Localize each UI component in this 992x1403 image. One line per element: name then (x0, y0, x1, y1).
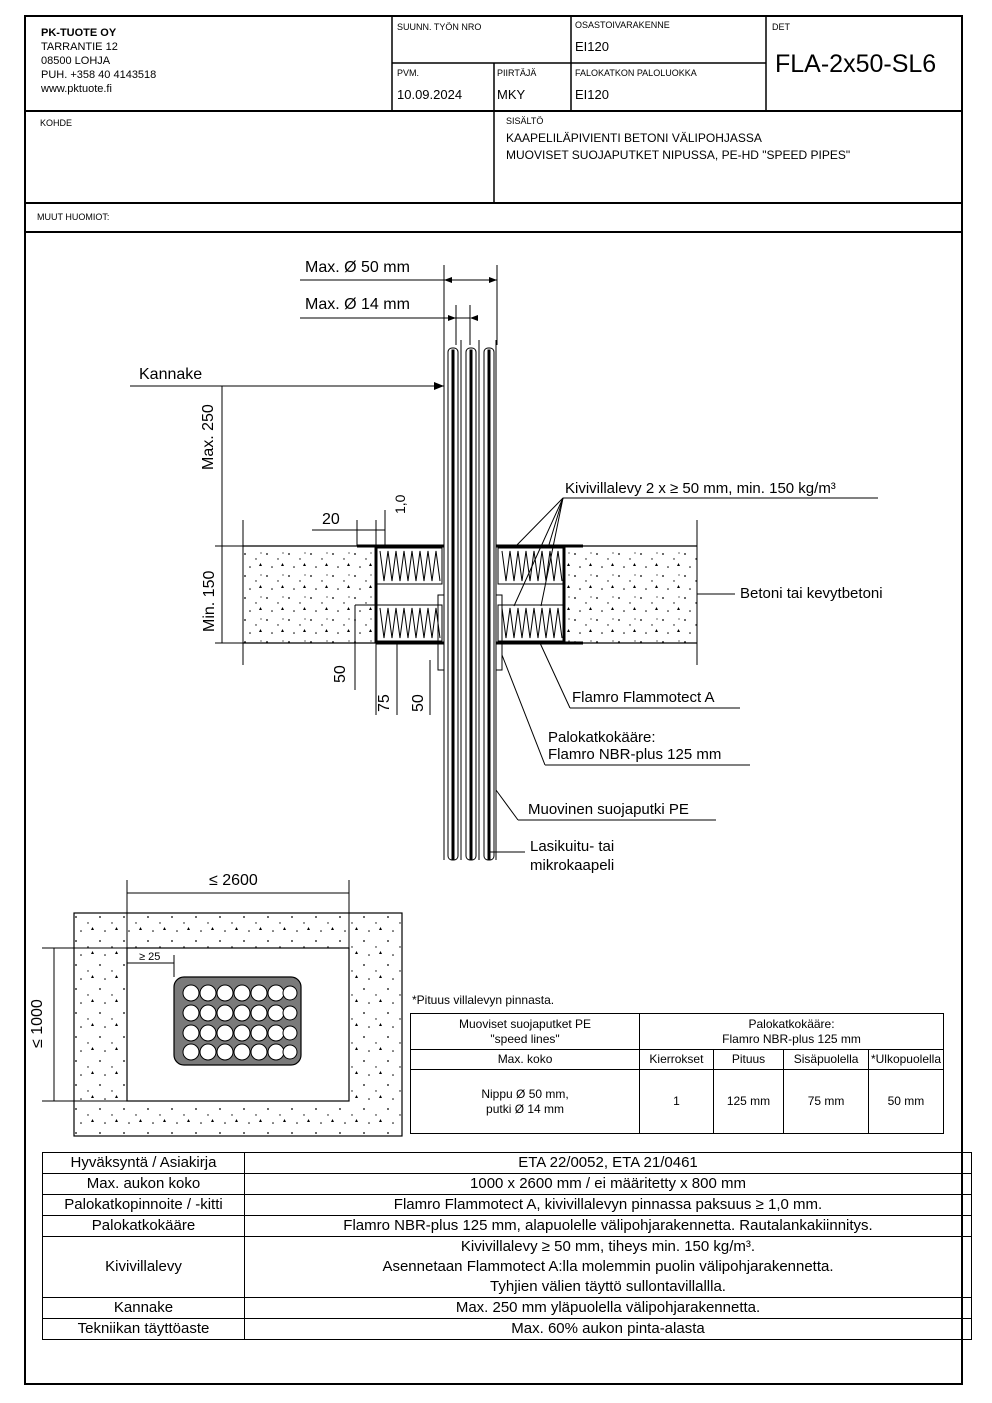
spec-value: Flamro Flammotect A, kivivillalevyn pinn… (244, 1194, 972, 1216)
work-no-label: SUUNN. TYÖN NRO (397, 22, 482, 32)
spec-key: Kannake (42, 1297, 245, 1319)
spec-value: Max. 250 mm yläpuolella välipohjarakenne… (244, 1297, 972, 1319)
h2a: Palokatkokääre: (748, 1016, 835, 1031)
date-value: 10.09.2024 (397, 87, 463, 102)
drawn-label: PIIRTÄJÄ (497, 68, 537, 78)
col-max-koko: Max. koko (409, 1049, 641, 1070)
spec-value-line: Tyhjien välien täyttö sullontavillallla. (490, 1278, 726, 1295)
content-line-1: KAAPELILÄPIVIENTI BETONI VÄLIPOHJASSA (506, 131, 762, 145)
fire-class-label: FALOKATKON PALOLUOKKA (575, 68, 697, 78)
label-flammotect: Flamro Flammotect A (572, 689, 715, 706)
company-web: www.pktuote.fi (41, 83, 112, 95)
label-max-d50: Max. Ø 50 mm (305, 259, 410, 276)
label-suojaputki: Muovinen suojaputki PE (528, 801, 689, 818)
spec-value-line: Kivivillalevy ≥ 50 mm, tiheys min. 150 k… (460, 1238, 756, 1255)
label-palokatko-2: Flamro NBR-plus 125 mm (548, 746, 722, 763)
section-value: EI120 (575, 39, 609, 54)
spec-value: 1000 x 2600 mm / ei määritetty x 800 mm (244, 1173, 972, 1195)
company-postal: 08500 LOHJA (41, 55, 111, 67)
label-kivivilla: Kivivillalevy 2 x ≥ 50 mm, min. 150 kg/m… (565, 480, 836, 497)
label-lasikuitu-1: Lasikuitu- tai (530, 838, 615, 855)
company-address: TARRANTIE 12 (41, 41, 118, 53)
h2b: Flamro NBR-plus 125 mm (722, 1031, 861, 1046)
table-note: *Pituus villalevyn pinnasta. (412, 993, 555, 1007)
row-size-1: Nippu Ø 50 mm, (481, 1086, 569, 1101)
h1b: "speed lines" (490, 1031, 560, 1046)
company-block: PK-TUOTE OY TARRANTIE 12 08500 LOHJA PUH… (41, 26, 156, 96)
spec-key: Max. aukon koko (42, 1173, 245, 1195)
h1a: Muoviset suojaputket PE (458, 1016, 592, 1031)
row-sisapuolella: 75 mm (783, 1069, 869, 1134)
section-label: OSASTOIVARAKENNE (575, 20, 670, 30)
row-kierrokset: 1 (639, 1069, 714, 1134)
company-name: PK-TUOTE OY (41, 27, 117, 39)
label-dim-2600: ≤ 2600 (209, 872, 258, 889)
row-size-2: putki Ø 14 mm (486, 1101, 565, 1116)
label-dim-25: ≥ 25 (139, 951, 161, 963)
label-max-d14: Max. Ø 14 mm (305, 296, 410, 313)
label-betoni: Betoni tai kevytbetoni (740, 585, 883, 602)
det-label: DET (772, 22, 790, 32)
label-kannake: Kannake (139, 366, 203, 383)
target-label: KOHDE (40, 118, 73, 128)
spec-key: Palokatkokääre (42, 1215, 245, 1237)
spec-value: ETA 22/0052, ETA 21/0461 (244, 1152, 972, 1174)
row-ulkopuolella: 50 mm (867, 1069, 945, 1134)
company-phone: PUH. +358 40 4143518 (41, 69, 157, 81)
spec-value: Flamro NBR-plus 125 mm, alapuolelle väli… (244, 1215, 972, 1237)
col-kierrokset: Kierrokset (639, 1049, 714, 1070)
label-palokatko-1: Palokatkokääre: (548, 729, 656, 746)
col-sisapuolella: Sisäpuolella (783, 1049, 869, 1070)
date-label: PVM. (397, 68, 420, 78)
fire-class-value: EI120 (575, 87, 609, 102)
label-dim-20: 20 (322, 511, 340, 528)
wrap-table: Muoviset suojaputket PE"speed lines" Pal… (409, 1013, 945, 1134)
det-value: FLA-2x50-SL6 (775, 50, 937, 78)
spec-key: Tekniikan täyttöaste (42, 1318, 245, 1340)
col-ulkopuolella: *Ulkopuolella (867, 1049, 945, 1070)
label-lasikuitu-2: mikrokaapeli (530, 857, 615, 874)
spec-key: Hyväksyntä / Asiakirja (42, 1152, 245, 1174)
row-pituus: 125 mm (712, 1069, 785, 1134)
spec-value-line: Asennetaan Flammotect A:lla molemmin puo… (382, 1258, 834, 1275)
drawn-value: MKY (497, 87, 526, 102)
label-dim-1000: ≤ 1000 (29, 999, 46, 1048)
spec-value: Max. 60% aukon pinta-alasta (244, 1318, 972, 1340)
spec-key: Kivivillalevy (42, 1236, 245, 1298)
content-line-2: MUOVISET SUOJAPUTKET NIPUSSA, PE-HD "SPE… (506, 148, 851, 162)
col-pituus: Pituus (712, 1049, 785, 1070)
notes-label: MUUT HUOMIOT: (37, 212, 110, 222)
content-label: SISÄLTÖ (506, 116, 544, 126)
spec-key: Palokatkopinnoite / -kitti (42, 1194, 245, 1216)
